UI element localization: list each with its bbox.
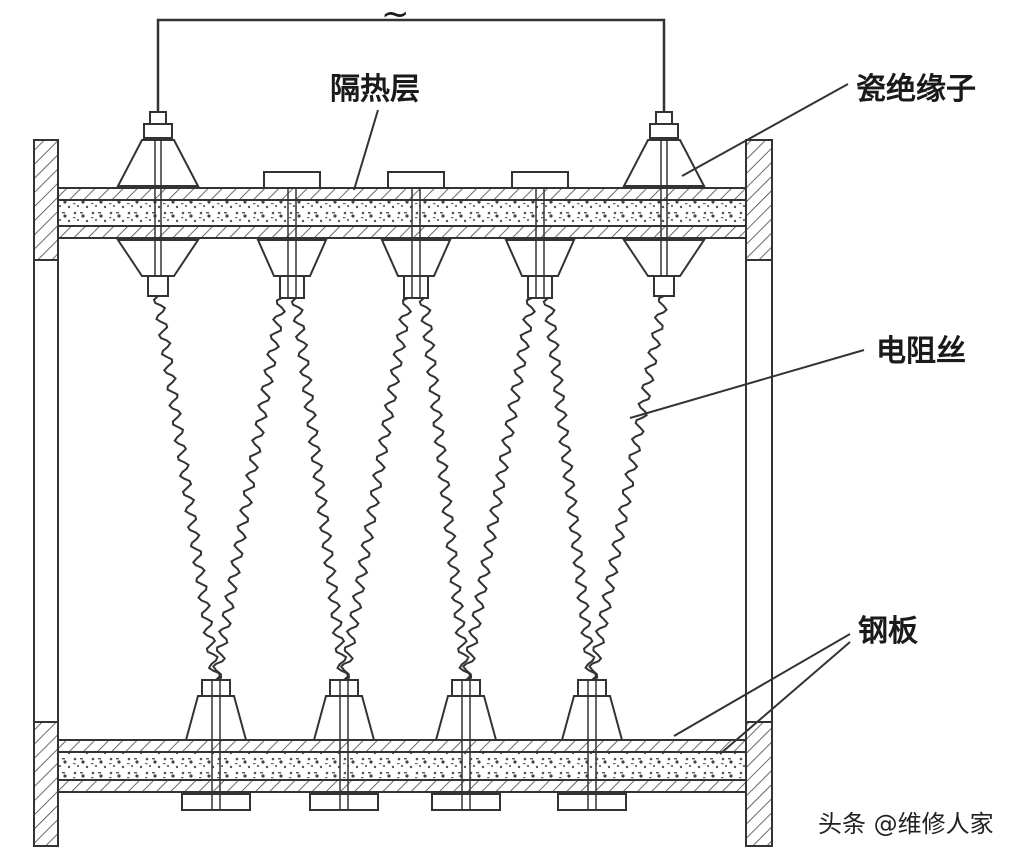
resistance-wire-7 bbox=[542, 297, 598, 681]
resistance-wire-2 bbox=[211, 297, 287, 681]
label-insulation-layer: 隔热层 bbox=[330, 72, 420, 107]
top-insulator-2 bbox=[256, 171, 328, 299]
top-insulator-1 bbox=[116, 111, 200, 297]
label-steel-plate: 钢板 bbox=[858, 614, 918, 649]
label-resistance-wire: 电阻丝 bbox=[876, 334, 966, 369]
label-ceramic-insulator: 瓷绝缘子 bbox=[856, 72, 976, 107]
leader-steel-plate-1 bbox=[673, 633, 851, 737]
leader-steel-plate-2 bbox=[719, 641, 851, 755]
left-side-plate bbox=[33, 139, 59, 847]
bottom-insulator-4 bbox=[557, 679, 627, 811]
top-insulator-3 bbox=[380, 171, 452, 299]
leader-lines bbox=[353, 83, 865, 755]
supply-wire bbox=[156, 18, 666, 112]
resistance-wire-5 bbox=[418, 297, 472, 681]
resistance-wire-6 bbox=[461, 297, 537, 681]
top-insulator-5 bbox=[622, 111, 706, 297]
bottom-insulator-3 bbox=[431, 679, 501, 811]
resistance-wires bbox=[152, 295, 668, 681]
resistance-wire-8 bbox=[588, 295, 668, 681]
bottom-insulator-2 bbox=[309, 679, 379, 811]
bottom-insulator-1 bbox=[181, 679, 251, 811]
watermark: 头条 @维修人家 bbox=[818, 810, 994, 838]
right-side-plate bbox=[745, 139, 773, 847]
resistance-wire-1 bbox=[152, 295, 222, 681]
resistance-wire-3 bbox=[290, 297, 350, 681]
top-insulator-4 bbox=[504, 171, 576, 299]
top-plate-assembly bbox=[57, 187, 747, 239]
leader-resistance-wire bbox=[629, 349, 865, 419]
bottom-plate-assembly bbox=[57, 739, 747, 793]
leader-insulation-layer bbox=[353, 109, 379, 191]
leader-ceramic-insulator bbox=[681, 83, 849, 177]
resistance-wire-4 bbox=[339, 297, 413, 681]
supply-symbol: ~ bbox=[381, 0, 410, 34]
